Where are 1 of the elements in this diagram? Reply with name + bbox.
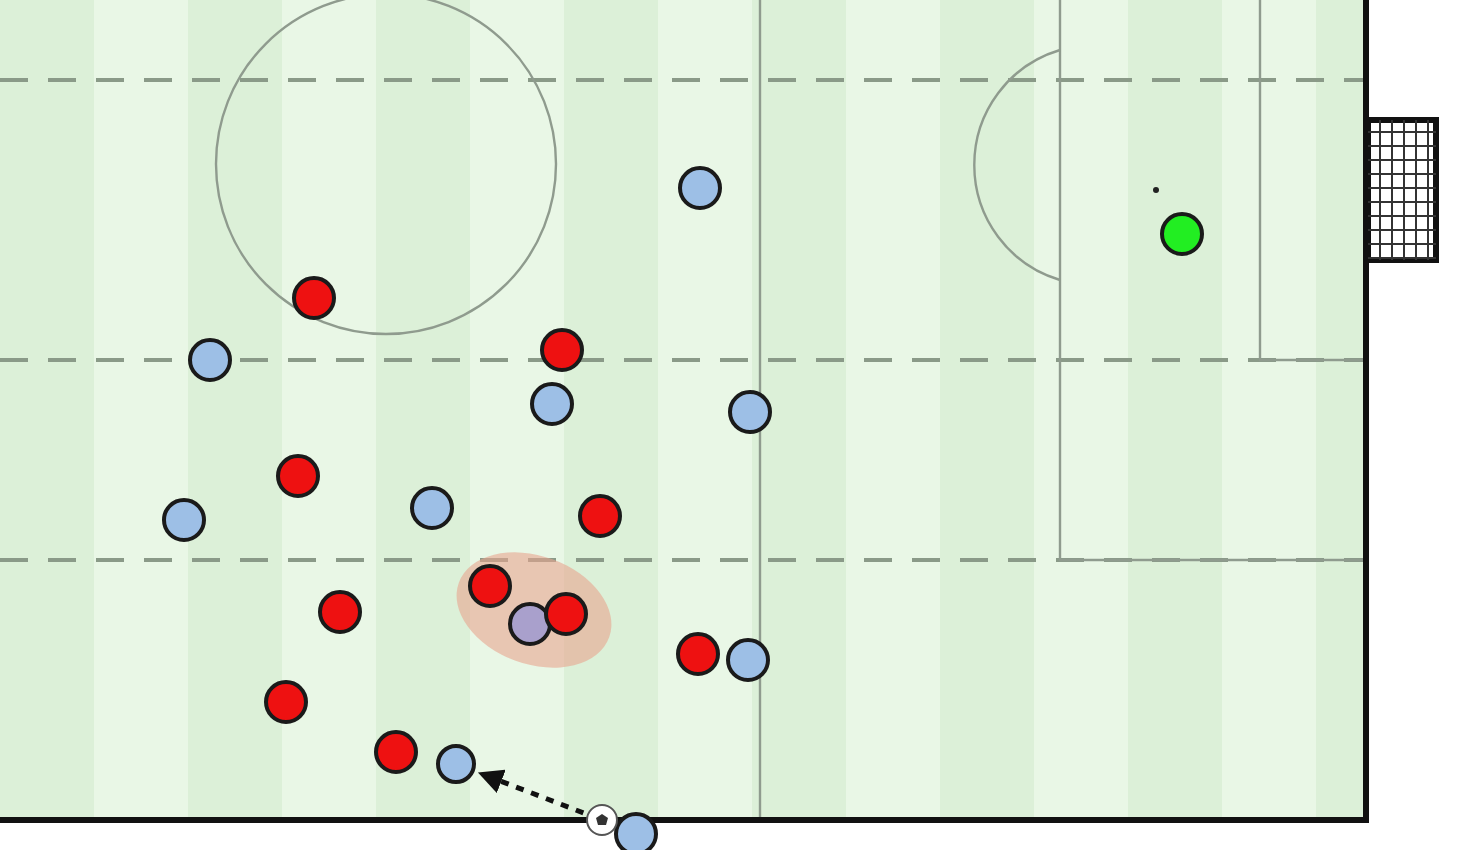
pass-arrow (477, 769, 585, 816)
